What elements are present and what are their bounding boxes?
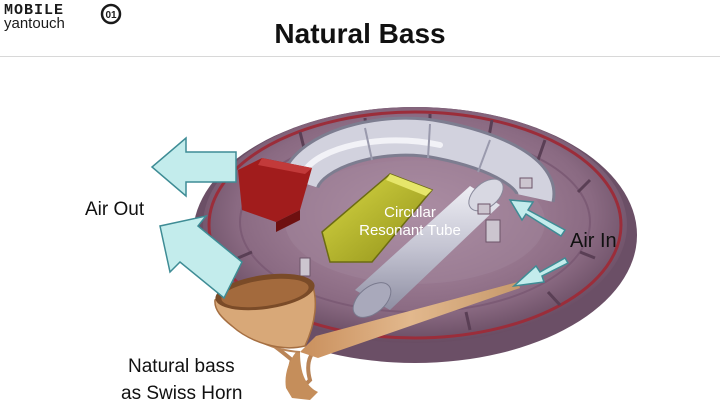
tube-label-line2: Resonant Tube [359,222,461,239]
air-in-arrow-lower [511,256,570,288]
air-out-arrow-lower [159,214,243,300]
logo-badge-icon: 01 [100,3,122,25]
air-out-label: Air Out [85,199,145,220]
olive-driver-block [321,173,434,263]
horn-label-line2: as Swiss Horn [121,383,243,404]
air-out-arrow-upper [150,136,237,198]
air-in-arrow-upper [508,199,567,238]
logo-top-text: MOBILE [4,2,65,19]
swiss-horn-image [214,273,520,400]
title-divider [0,56,720,57]
horn-label-line1: Natural bass [128,356,235,377]
page-title: Natural Bass [274,18,446,49]
red-port-box [238,158,312,232]
circular-resonant-tube [280,116,556,318]
mounting-tabs [299,177,533,277]
air-in-label: Air In [570,230,617,252]
svg-text:01: 01 [105,10,117,21]
brand-logo: MOBILE yantouch 01 [2,2,126,32]
logo-bottom-text: yantouch [4,15,65,32]
tube-label-line1: Circular [384,204,436,221]
